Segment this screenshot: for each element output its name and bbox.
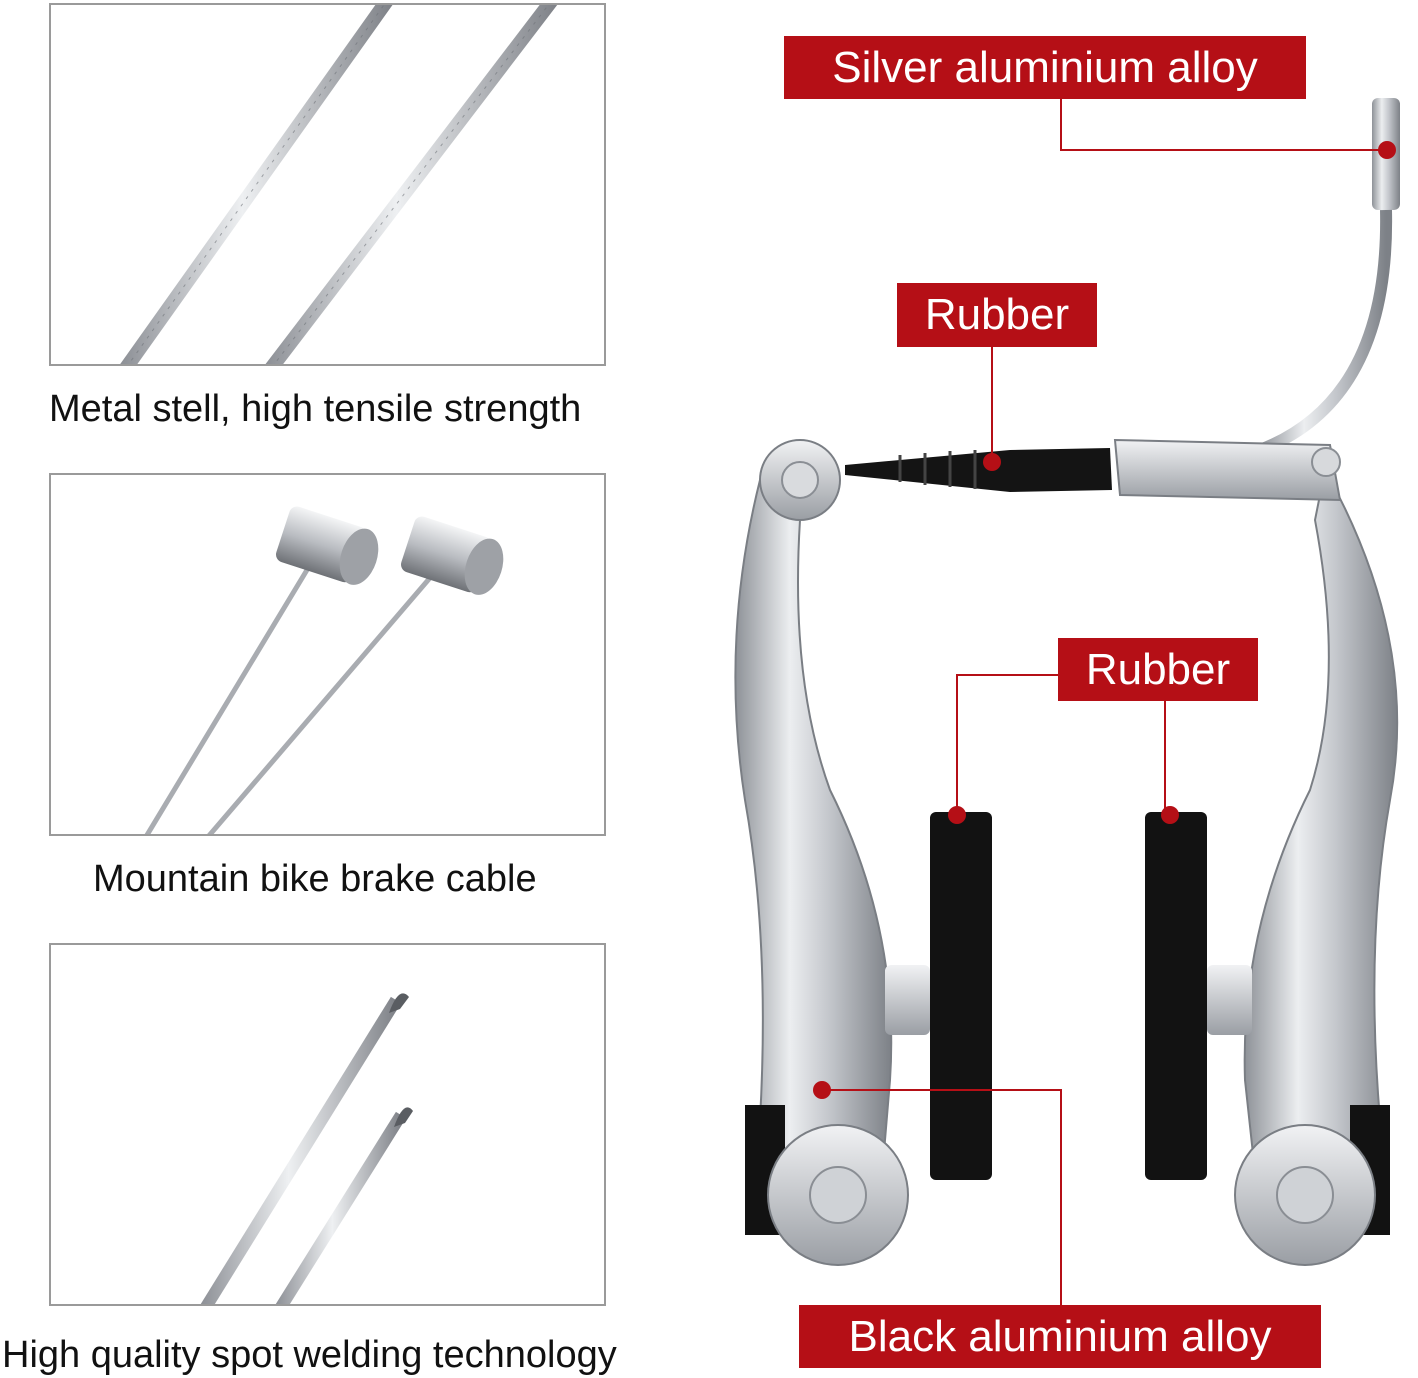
cable-heads-image [144,506,504,834]
cable-tips-image [200,993,413,1304]
left-brake-pad [885,812,992,1180]
right-brake-pad [1145,812,1252,1180]
v-brake-illustration [734,98,1400,1305]
cable-heads-panel [49,473,606,836]
callout-leader-lines [822,98,1387,1305]
panel-2-caption: Mountain bike brake cable [93,858,537,900]
callout-rubber-boot: Rubber [897,283,1097,347]
cable-strands-panel [49,3,606,366]
cable-tips-panel [49,943,606,1306]
cable-strands-image [120,5,558,364]
callout-rubber-pads: Rubber [1058,638,1258,701]
callout-dots [813,141,1396,1099]
callout-silver-aluminium-alloy: Silver aluminium alloy [784,36,1306,99]
panel-1-caption: Metal stell, high tensile strength [49,388,582,430]
rubber-boot [845,448,1112,492]
panel-3-caption: High quality spot welding technology [2,1334,617,1376]
callout-black-aluminium-alloy: Black aluminium alloy [799,1305,1321,1368]
